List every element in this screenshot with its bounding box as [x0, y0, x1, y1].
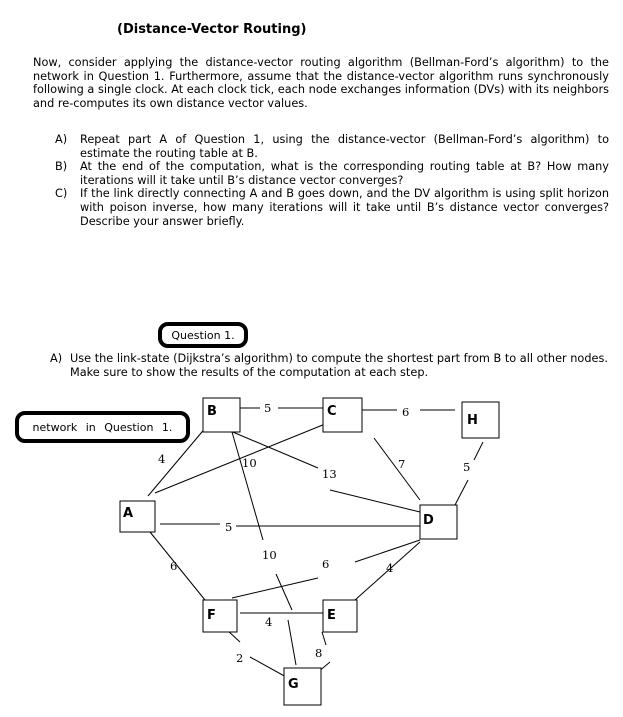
- weight-a-d: 5: [225, 520, 232, 534]
- edge-a-b: [147, 425, 208, 497]
- weight-e-g: 8: [315, 646, 322, 660]
- edge-h-d-lower: [454, 479, 469, 506]
- node-f-label: F: [207, 608, 216, 623]
- node-h-label: H: [467, 413, 478, 428]
- network-callout: network in Question 1.: [15, 411, 190, 443]
- page-title: (Distance-Vector Routing): [117, 22, 307, 37]
- weight-c-d: 7: [398, 457, 405, 471]
- question1-callout: Question 1.: [158, 322, 248, 348]
- weight-b-d: 13: [322, 467, 337, 481]
- edge-f-d-2: [354, 539, 421, 563]
- edge-b-g-upper: [231, 431, 264, 541]
- edge-e-d: [354, 541, 421, 601]
- node-c-box: [322, 397, 363, 433]
- edge-c-d: [373, 437, 421, 501]
- edge-e-g-upper: [321, 631, 327, 646]
- network-callout-label: network in Question 1.: [32, 420, 173, 434]
- node-e-box: [322, 599, 358, 633]
- weight-a-f: 6: [170, 559, 177, 573]
- node-f-box: [202, 599, 238, 633]
- intro-paragraph: Now, consider applying the distance-vect…: [33, 56, 609, 110]
- node-e-label: E: [327, 608, 336, 623]
- question-text: If the link directly connecting A and B …: [80, 187, 609, 228]
- list-item: B) At the end of the computation, what i…: [55, 160, 609, 187]
- edge-b-d-1: [227, 429, 319, 469]
- edge-h-d-upper: [473, 441, 484, 461]
- edge-g-link: [287, 619, 297, 666]
- weight-b-c: 5: [264, 401, 271, 415]
- node-a-label: A: [123, 506, 133, 521]
- question-label: A): [55, 133, 68, 146]
- question1-part-a: A) Use the link-state (Dijkstra’s algori…: [50, 352, 610, 380]
- edge-f-d-1: [231, 577, 319, 599]
- question-label: C): [55, 187, 68, 201]
- node-c-label: C: [327, 404, 337, 419]
- edge-f-g-lower: [249, 656, 289, 679]
- weight-a-b: 4: [158, 452, 165, 466]
- list-item: C) If the link directly connecting A and…: [55, 187, 609, 228]
- edge-b-d-2: [329, 489, 421, 513]
- node-b-box: [202, 397, 241, 433]
- edge-b-g-lower: [275, 573, 293, 611]
- question-text: At the end of the computation, what is t…: [80, 160, 609, 187]
- question1-callout-label: Question 1.: [171, 328, 235, 342]
- weight-b-g: 10: [262, 548, 277, 562]
- weight-f-g: 2: [236, 651, 243, 665]
- edge-a-f: [149, 531, 206, 601]
- weight-h-d: 5: [463, 460, 470, 474]
- edge-a-c: [154, 419, 336, 494]
- question-text: Repeat part A of Question 1, using the d…: [80, 133, 609, 160]
- question1-part-label: A): [50, 352, 63, 365]
- node-g-label: G: [288, 677, 299, 692]
- node-d-label: D: [423, 513, 434, 528]
- weight-e-d: 4: [386, 561, 393, 575]
- node-h-box: [461, 401, 500, 439]
- weight-c-h: 6: [402, 405, 409, 419]
- weight-a-c: 10: [242, 456, 257, 470]
- question1-part-text: Use the link-state (Dijkstra’s algorithm…: [70, 352, 608, 379]
- weight-f-e: 4: [265, 615, 272, 629]
- weight-f-d: 6: [322, 557, 329, 571]
- node-g-box: [283, 667, 322, 706]
- question-label: B): [55, 160, 68, 174]
- question-list: A) Repeat part A of Question 1, using th…: [55, 133, 609, 228]
- node-d-box: [419, 504, 458, 540]
- list-item: A) Repeat part A of Question 1, using th…: [55, 133, 609, 160]
- node-b-label: B: [207, 404, 217, 419]
- node-a-box: [119, 500, 156, 533]
